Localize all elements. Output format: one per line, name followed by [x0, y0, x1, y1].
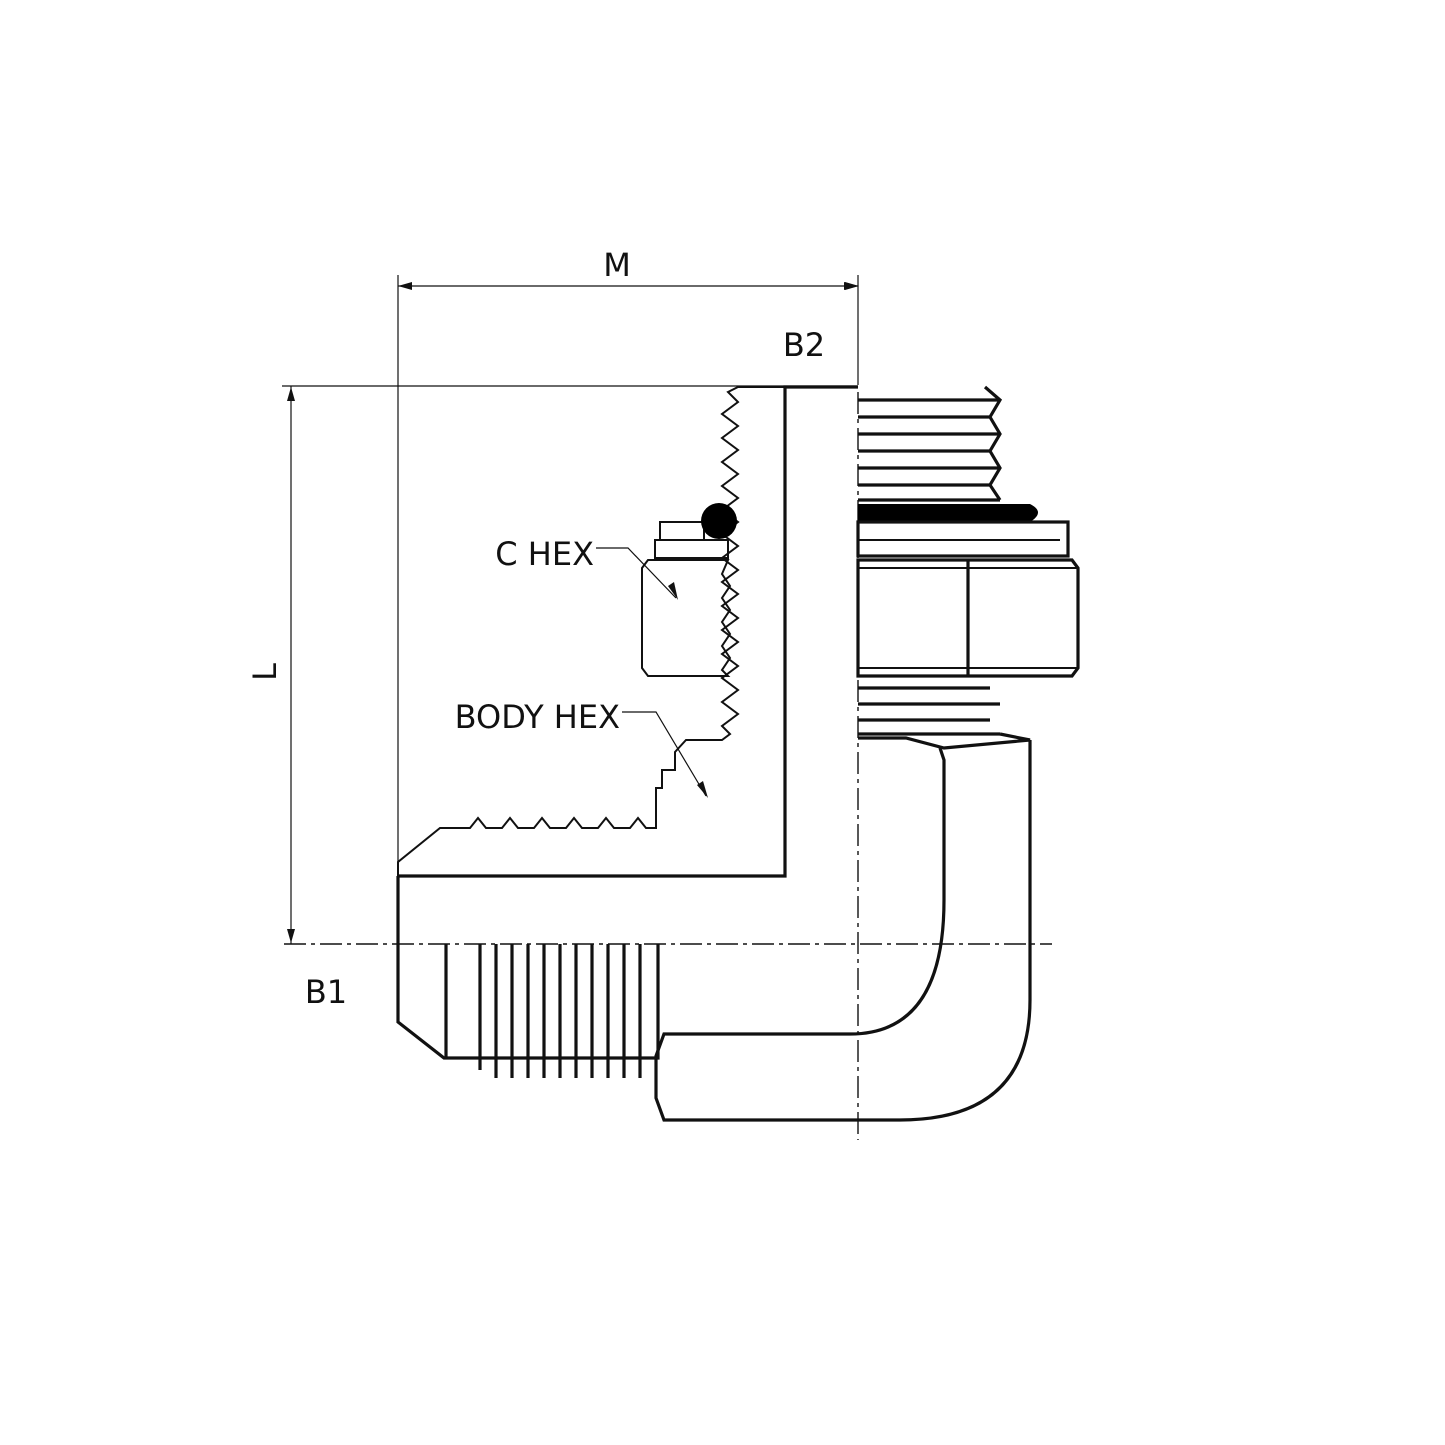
b1-label: B1	[305, 973, 347, 1011]
dimension-m-label: M	[603, 246, 631, 284]
oring-section	[701, 503, 737, 539]
oring-exterior	[858, 504, 1038, 522]
c-hex-callout: C HEX	[495, 535, 678, 600]
dimension-m: M	[397, 246, 859, 870]
c-hex-label: C HEX	[495, 535, 594, 573]
b1-threads	[478, 944, 642, 1078]
section-view	[397, 386, 786, 877]
dimension-l: L	[246, 385, 858, 944]
b2-upper-threads	[858, 385, 1003, 502]
b2-lower-threads	[858, 686, 1000, 736]
b2-port	[856, 385, 1080, 736]
dimension-l-label: L	[246, 663, 284, 681]
body-hex-label: BODY HEX	[455, 698, 620, 736]
elbow-body	[396, 385, 1032, 1122]
body-hex-callout: BODY HEX	[455, 698, 708, 798]
b2-label: B2	[783, 326, 825, 364]
